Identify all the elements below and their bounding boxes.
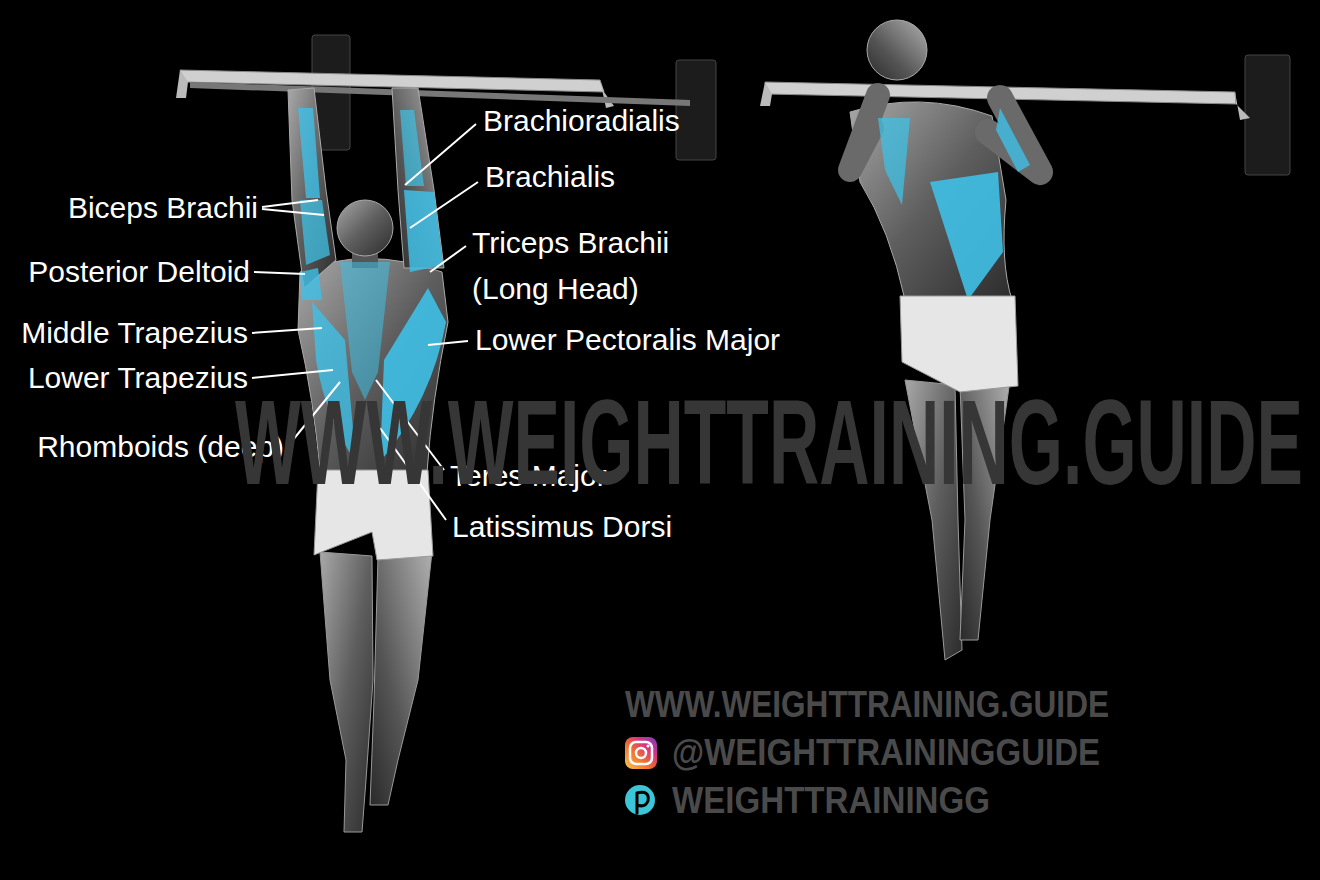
pinterest-icon: [637, 792, 648, 813]
pinterest-icon: [625, 785, 655, 815]
pullup-bar: [1245, 55, 1290, 175]
website-text: WWW.WEIGHTTRAINING.GUIDE: [625, 684, 1109, 725]
social-handle: @WEIGHTTRAININGGUIDE: [672, 732, 1100, 773]
pullup-figure: [988, 98, 1040, 172]
hanging-figure: [337, 200, 393, 256]
leader-lines: [405, 124, 476, 185]
muscle-label: Lower Pectoralis Major: [475, 323, 780, 358]
pullup-bar: [176, 35, 716, 160]
pullup-figure: [996, 108, 1030, 172]
muscle-label: Middle Trapezius: [21, 316, 248, 351]
muscle-label: Brachioradialis: [483, 104, 680, 139]
pullup-figure: [878, 118, 910, 205]
leader-lines: [430, 246, 466, 272]
hanging-figure: [300, 268, 322, 300]
pullup-figure: [850, 20, 1040, 660]
pullup-bar: [176, 70, 188, 98]
instagram-icon: [636, 748, 646, 758]
pullup-figure: [850, 95, 878, 170]
hanging-figure: [300, 200, 330, 265]
pinterest-icon: [625, 785, 655, 815]
muscle-label: Brachialis: [485, 160, 615, 195]
hanging-figure: [298, 108, 320, 198]
instagram-icon: [625, 737, 657, 769]
muscle-label: Latissimus Dorsi: [452, 510, 672, 545]
social-handle: WEIGHTTRAININGG: [672, 780, 990, 821]
muscle-label: Biceps Brachii: [68, 191, 258, 226]
watermark: WWW.WEIGHTTRAINING.GUIDE: [235, 373, 1303, 511]
pullup-bar: [190, 82, 690, 106]
leader-lines: [252, 328, 322, 333]
leader-lines: [254, 272, 305, 274]
instagram-icon: [630, 742, 652, 764]
hanging-figure: [400, 110, 424, 186]
muscle-label: Triceps Brachii (Long Head): [472, 220, 712, 312]
hanging-figure: [288, 88, 336, 288]
leader-lines: [262, 209, 324, 215]
pullup-bar: [676, 60, 716, 160]
pullup-bar: [1235, 92, 1250, 120]
pullup-bar: [760, 55, 1290, 175]
muscle-label: Lower Trapezius: [28, 361, 248, 396]
pullup-figure: [930, 172, 1003, 300]
pullup-figure: [867, 20, 927, 80]
leader-lines: [410, 182, 478, 228]
instagram-icon: [647, 745, 650, 748]
hanging-figure: [320, 552, 373, 832]
pullup-bar: [760, 82, 772, 106]
instagram-icon: [625, 737, 657, 769]
leader-lines: [262, 200, 318, 207]
hanging-figure: [404, 190, 443, 272]
leader-lines: [428, 341, 468, 345]
muscle-label: Posterior Deltoid: [28, 255, 250, 290]
hanging-figure: [370, 552, 432, 805]
